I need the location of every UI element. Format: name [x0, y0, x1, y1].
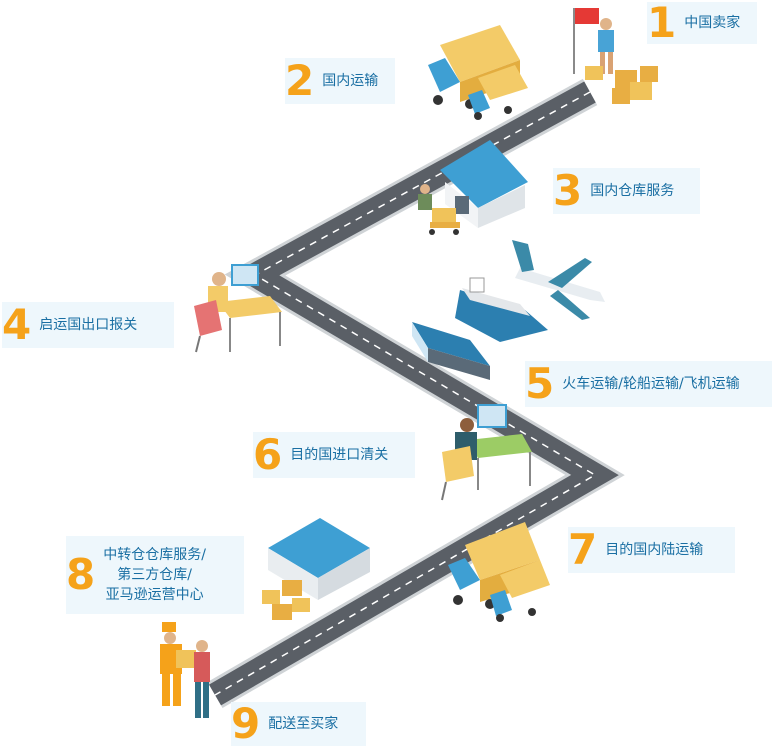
airplane-icon — [512, 240, 605, 320]
step-number: 3 — [553, 166, 583, 215]
parcel-boxes-icon — [262, 580, 310, 620]
step-number: 4 — [2, 300, 32, 349]
step-label: 目的国内陆运输 — [605, 542, 704, 558]
customs-desk-icon — [441, 404, 532, 501]
step-1: 1 中国卖家 — [647, 2, 757, 44]
step-label: 配送至买家 — [268, 716, 339, 732]
warehouse-icon — [440, 140, 528, 228]
step-label: 启运国出口报关 — [39, 317, 138, 333]
step-2: 2 国内运输 — [285, 58, 395, 104]
step-6: 6 目的国进口清关 — [253, 432, 415, 478]
step-label: 国内运输 — [322, 73, 379, 89]
step-label: 中国卖家 — [684, 15, 741, 31]
container-truck-icon — [428, 25, 528, 120]
step-number: 1 — [647, 0, 677, 47]
step-number: 8 — [66, 550, 96, 599]
step-label: 中转仓仓库服务/ 第三方仓库/ 亚马逊运营中心 — [103, 547, 206, 603]
step-number: 6 — [253, 430, 283, 479]
container-truck-icon — [448, 522, 550, 622]
forklift-worker-icon — [418, 184, 460, 235]
step-3: 3 国内仓库服务 — [553, 168, 700, 214]
step-5: 5 火车运输/轮船运输/飞机运输 — [525, 361, 772, 407]
step-8: 8 中转仓仓库服务/ 第三方仓库/ 亚马逊运营中心 — [66, 536, 244, 614]
road — [207, 78, 625, 708]
step-7: 7 目的国内陆运输 — [568, 527, 735, 573]
step-label: 国内仓库服务 — [590, 183, 675, 199]
seller-with-flag-icon — [573, 8, 658, 104]
delivery-handover-icon — [160, 622, 210, 718]
cargo-ship-icon — [455, 277, 548, 342]
step-label: 火车运输/轮船运输/飞机运输 — [562, 376, 740, 392]
step-number: 7 — [568, 525, 598, 574]
step-label: 目的国进口清关 — [290, 447, 389, 463]
step-number: 5 — [525, 359, 555, 408]
step-number: 9 — [231, 699, 261, 748]
step-9: 9 配送至买家 — [231, 702, 366, 746]
customs-desk-icon — [194, 264, 282, 353]
step-4: 4 启运国出口报关 — [2, 302, 174, 348]
step-number: 2 — [285, 56, 315, 105]
train-icon — [412, 322, 490, 380]
warehouse-icon — [268, 518, 370, 600]
